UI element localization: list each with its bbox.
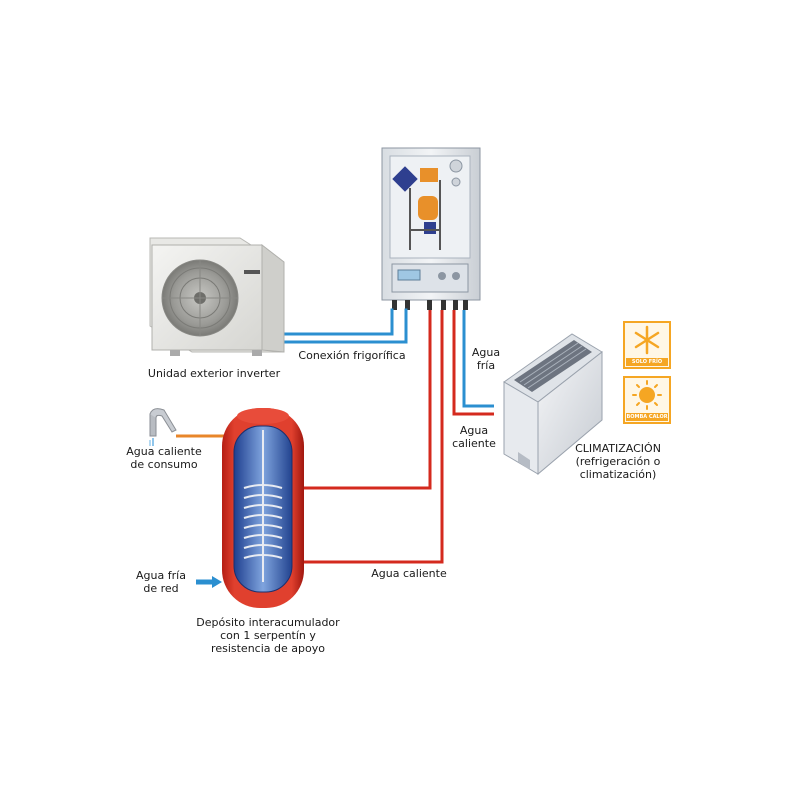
cooling-only-badge-text: SOLO FRÍO: [631, 359, 663, 365]
climatization-label: CLIMATIZACIÓN (refrigeración o climatiza…: [575, 442, 661, 481]
snowflake-icon: [623, 321, 671, 369]
mains-cold-water-arrow: [196, 576, 222, 588]
heat-pump-badge-text: BOMBA CALOR: [626, 414, 668, 420]
fancoil-cold-water-label: Agua fría: [471, 346, 501, 372]
tank-coil-pipe-lower: [300, 310, 444, 564]
hot-water-storage-tank: [222, 408, 304, 608]
fancoil-hot-water-label: Agua caliente: [452, 424, 496, 450]
tank-description-label: Depósito interacumulador con 1 serpentín…: [196, 616, 340, 655]
fancoil-hot-pipe: [452, 310, 494, 416]
outdoor-unit: [149, 237, 285, 356]
fancoil-unit: [503, 333, 603, 476]
mains-cold-water-label: Agua fría de red: [136, 569, 186, 595]
sun-icon: [623, 376, 671, 424]
tap-icon: [149, 408, 177, 446]
outdoor-unit-label: Unidad exterior inverter: [147, 367, 281, 380]
tank-coil-pipe-upper: [300, 310, 432, 490]
fancoil-cold-pipe: [462, 310, 494, 408]
tank-hot-water-label: Agua caliente: [371, 567, 447, 580]
domestic-hot-water-label: Agua caliente de consumo: [126, 445, 202, 471]
refrigerant-pipes: [284, 308, 408, 344]
refrigerant-connection-label: Conexión frigorífica: [298, 349, 406, 362]
hydro-indoor-unit: [381, 147, 481, 310]
